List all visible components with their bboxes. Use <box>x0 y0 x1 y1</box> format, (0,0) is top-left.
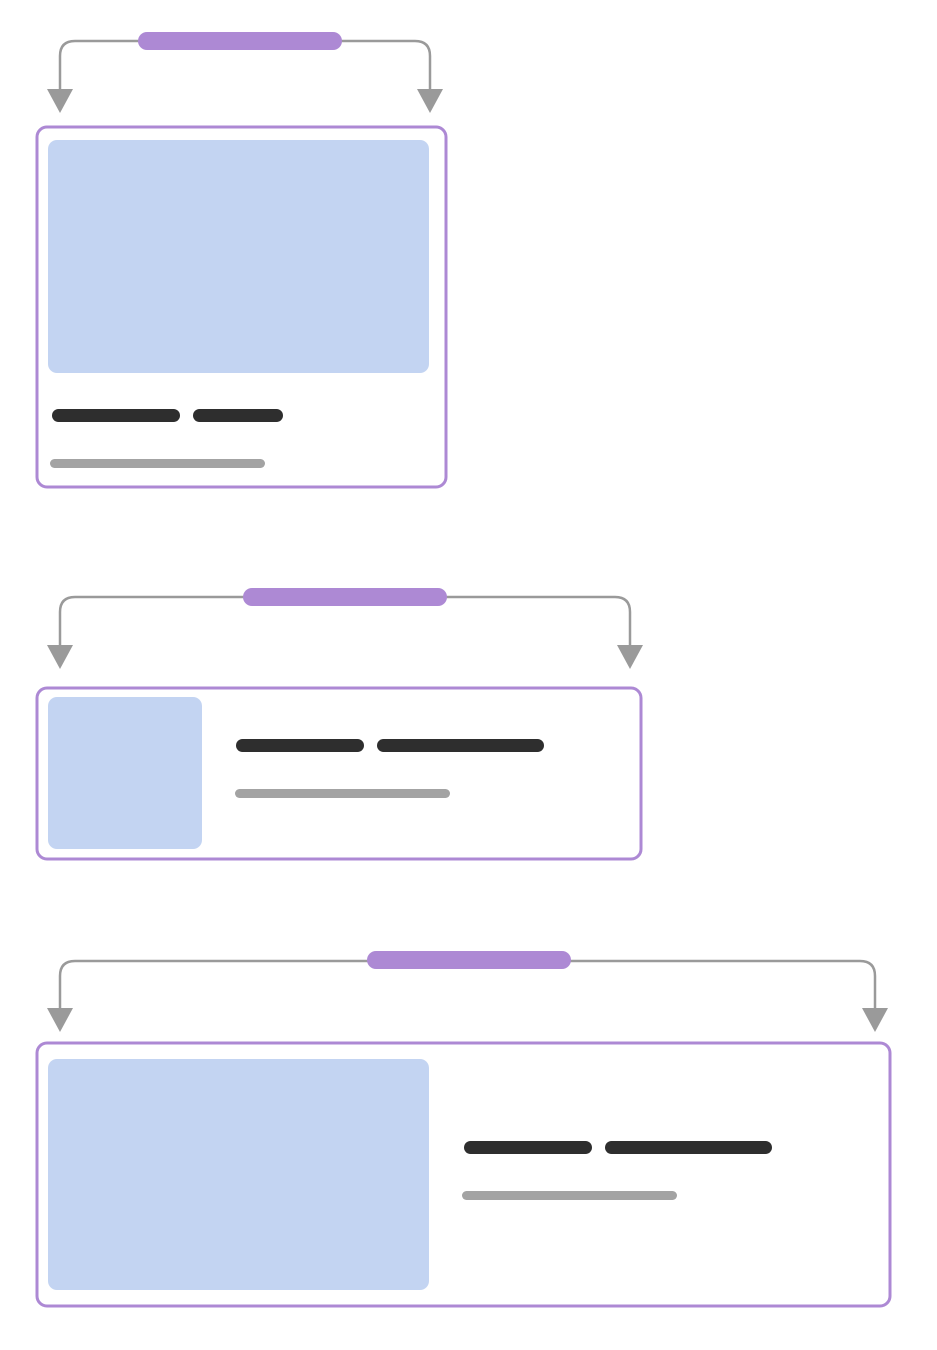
title-placeholder <box>52 409 180 422</box>
card <box>35 686 643 861</box>
down-arrow-icon <box>617 645 643 669</box>
title-placeholder <box>377 739 544 752</box>
width-label-pill <box>367 951 571 969</box>
down-arrow-icon <box>417 89 443 113</box>
down-arrow-icon <box>47 89 73 113</box>
layout-wide <box>35 951 892 1308</box>
width-bracket <box>47 588 643 669</box>
title-placeholder <box>193 409 283 422</box>
width-label-pill <box>243 588 447 606</box>
layout-medium <box>35 588 643 861</box>
card <box>35 125 448 489</box>
layout-narrow <box>35 32 448 489</box>
image-placeholder <box>48 1059 429 1290</box>
title-placeholder <box>236 739 364 752</box>
down-arrow-icon <box>47 645 73 669</box>
image-placeholder <box>48 697 202 849</box>
width-label-pill <box>138 32 342 50</box>
down-arrow-icon <box>862 1008 888 1032</box>
title-placeholder <box>605 1141 772 1154</box>
card <box>35 1041 892 1308</box>
width-bracket <box>47 951 888 1032</box>
width-bracket <box>47 32 443 113</box>
subtitle-placeholder <box>50 459 265 468</box>
image-placeholder <box>48 140 429 373</box>
subtitle-placeholder <box>462 1191 677 1200</box>
title-placeholder <box>464 1141 592 1154</box>
subtitle-placeholder <box>235 789 450 798</box>
down-arrow-icon <box>47 1008 73 1032</box>
bracket-line <box>58 959 877 1020</box>
